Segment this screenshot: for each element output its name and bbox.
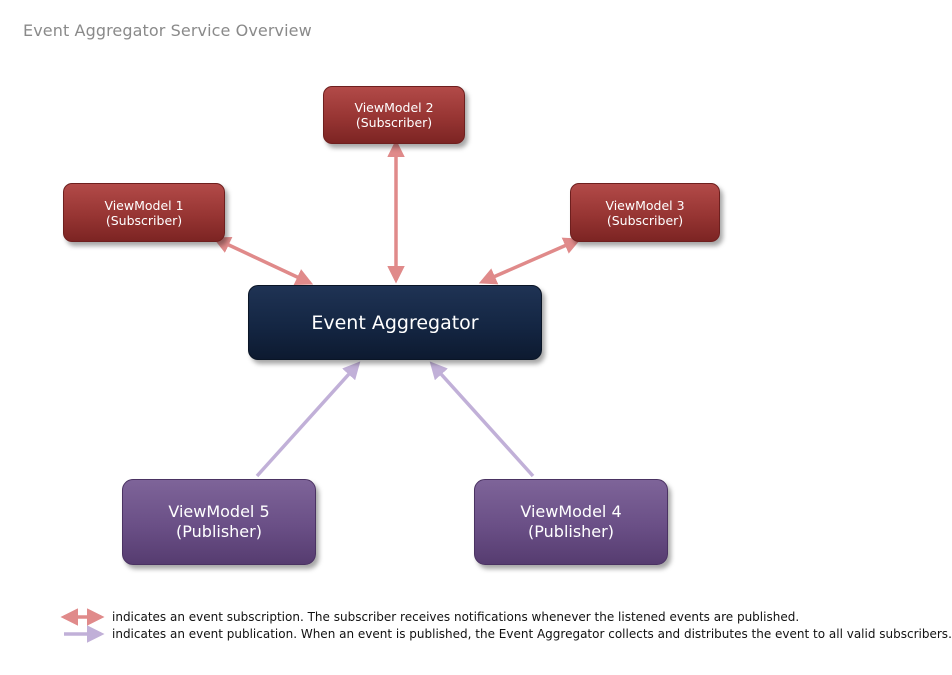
publication-arrow-vm5: [255, 361, 361, 478]
viewmodel3-name: ViewModel 3: [605, 197, 685, 213]
event-aggregator-label: Event Aggregator: [311, 311, 479, 334]
viewmodel1-subscriber-box: ViewModel 1 (Subscriber): [63, 183, 225, 242]
viewmodel5-name: ViewModel 5: [168, 502, 270, 521]
viewmodel3-role: (Subscriber): [606, 212, 684, 228]
viewmodel5-role: (Publisher): [176, 522, 262, 541]
viewmodel1-role: (Subscriber): [105, 212, 183, 228]
viewmodel2-subscriber-box: ViewModel 2 (Subscriber): [323, 86, 465, 144]
legend-publication-text: indicates an event publication. When an …: [112, 627, 952, 641]
viewmodel2-name: ViewModel 2: [354, 100, 434, 115]
legend-subscription: indicates an event subscription. The sub…: [112, 610, 799, 624]
legend-publication: indicates an event publication. When an …: [112, 627, 952, 641]
viewmodel4-name: ViewModel 4: [520, 502, 622, 521]
subscription-arrow-vm1: [212, 237, 314, 285]
subscription-arrow-vm3: [478, 237, 582, 285]
event-aggregator-box: Event Aggregator: [248, 285, 542, 360]
publication-arrow-vm4: [429, 361, 535, 478]
viewmodel3-subscriber-box: ViewModel 3 (Subscriber): [570, 183, 720, 242]
viewmodel4-publisher-box: ViewModel 4 (Publisher): [474, 479, 668, 565]
viewmodel4-role: (Publisher): [528, 522, 614, 541]
legend-subscription-text: indicates an event subscription. The sub…: [112, 610, 800, 624]
page-title: Event Aggregator Service Overview: [23, 21, 312, 40]
viewmodel5-publisher-box: ViewModel 5 (Publisher): [122, 479, 316, 565]
viewmodel1-name: ViewModel 1: [104, 197, 184, 213]
viewmodel2-role: (Subscriber): [355, 115, 433, 130]
